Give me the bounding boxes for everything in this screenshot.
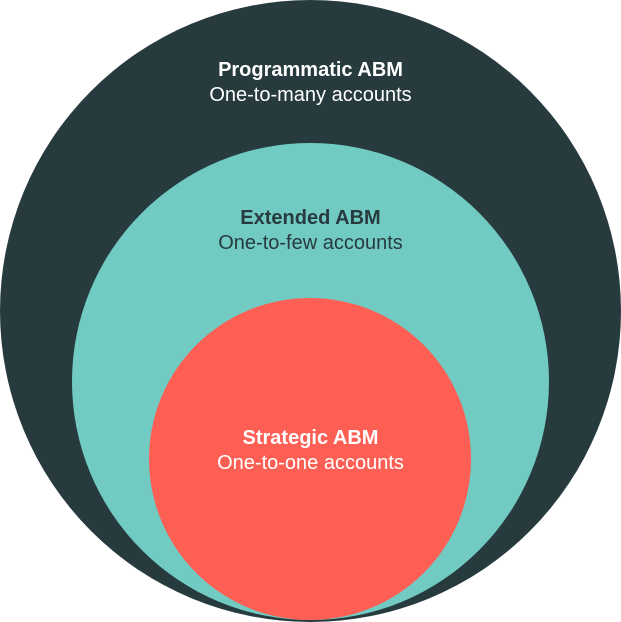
programmatic-abm-subtitle: One-to-many accounts xyxy=(209,84,412,106)
extended-abm-subtitle: One-to-few accounts xyxy=(218,232,403,254)
strategic-abm-subtitle: One-to-one accounts xyxy=(217,452,404,474)
programmatic-abm-label: Programmatic ABM One-to-many accounts xyxy=(0,58,621,108)
strategic-abm-title: Strategic ABM xyxy=(242,427,379,449)
programmatic-abm-title: Programmatic ABM xyxy=(218,59,403,81)
extended-abm-label: Extended ABM One-to-few accounts xyxy=(0,206,621,256)
extended-abm-title: Extended ABM xyxy=(240,207,381,229)
strategic-abm-label: Strategic ABM One-to-one accounts xyxy=(0,426,621,476)
strategic-abm-circle xyxy=(149,298,471,620)
